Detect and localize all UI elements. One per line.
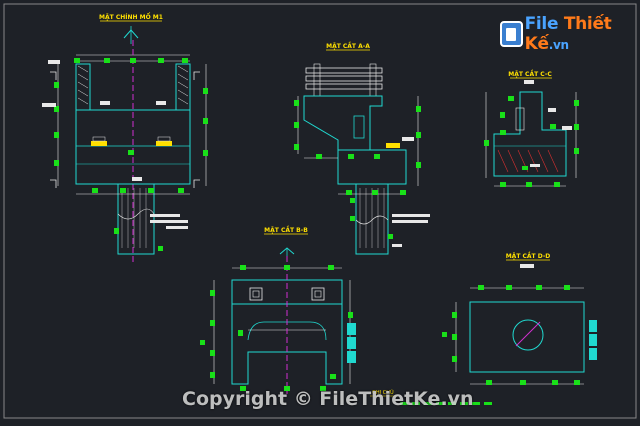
section-c-title: MẶT CẮT C-C — [508, 70, 552, 78]
section-b-b: MẶT CẮT B-B GHI CHÚ — [200, 226, 398, 397]
copyright-watermark: Copyright © FileThietKe.vn — [182, 388, 474, 410]
logo-file-text: File — [524, 14, 559, 34]
notes-label: GHI CHÚ — [372, 389, 394, 396]
logo-ke-text: Kế — [524, 34, 549, 54]
section-c-c: MẶT CẮT C-C — [484, 70, 579, 187]
drawing-frame — [3, 3, 637, 419]
logo-domain-text: .vn — [548, 38, 569, 52]
section-b-title: MẶT CẮT B-B — [264, 226, 308, 234]
file-logo-icon — [500, 21, 523, 47]
section-a-title: MẶT CẮT A-A — [326, 42, 370, 50]
section-d-d: MẶT CẮT D-D — [442, 252, 597, 385]
north-arrow-icon — [123, 26, 139, 44]
filethietke-logo: File Thiết Kế.vn — [500, 14, 640, 54]
front-view-title: MẶT CHÍNH MỐ M1 — [99, 13, 163, 21]
footer-notes — [400, 402, 492, 405]
section-a-a: MẶT CẮT A-A — [294, 42, 430, 255]
front-view: MẶT CHÍNH MỐ M1 — [42, 13, 208, 262]
logo-thiet-text: Thiết — [563, 14, 612, 34]
section-d-title: MẶT CẮT D-D — [506, 252, 551, 260]
